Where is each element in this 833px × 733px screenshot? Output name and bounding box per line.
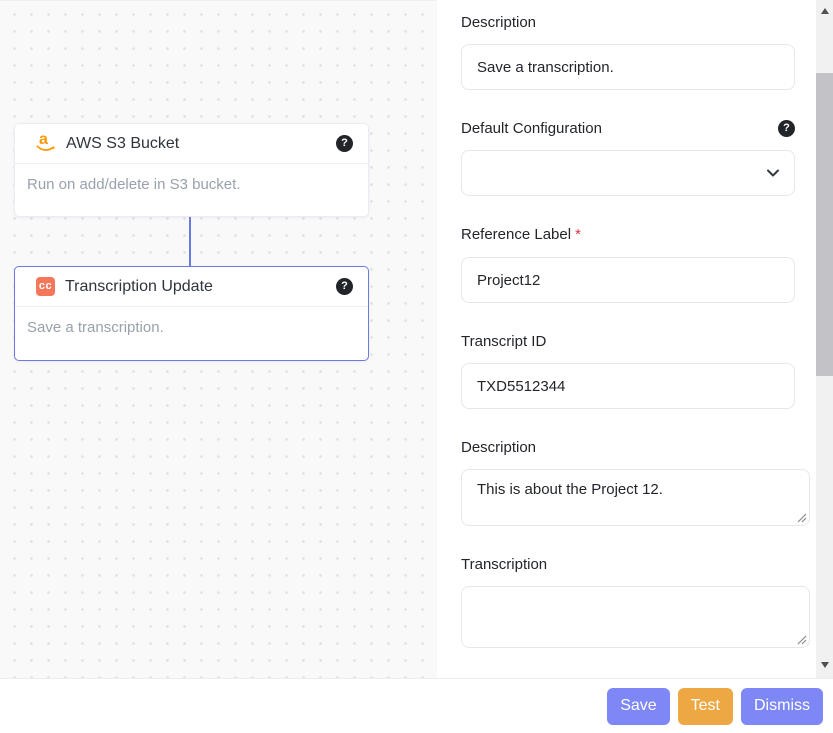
- workflow-canvas[interactable]: a AWS S3 Bucket ? Run on add/delete in S…: [0, 0, 437, 678]
- help-icon[interactable]: ?: [336, 278, 353, 295]
- scrollbar-up-button[interactable]: [816, 3, 833, 19]
- help-icon[interactable]: ?: [778, 120, 795, 137]
- node-connector-line: [189, 217, 191, 266]
- chevron-down-icon: [767, 169, 779, 177]
- required-asterisk: *: [575, 226, 581, 243]
- field-reference-label: Reference Label*: [461, 226, 795, 303]
- action-footer: Save Test Dismiss: [0, 678, 833, 733]
- amazon-icon: a: [36, 130, 56, 154]
- resize-handle-icon[interactable]: [797, 513, 807, 523]
- field-transcript-id: Transcript ID: [461, 333, 795, 409]
- node-aws-s3-bucket[interactable]: a AWS S3 Bucket ? Run on add/delete in S…: [14, 123, 369, 217]
- reference-label-input[interactable]: [461, 257, 795, 303]
- dismiss-button[interactable]: Dismiss: [741, 687, 823, 725]
- node-header: a AWS S3 Bucket ?: [15, 124, 368, 164]
- node-title: AWS S3 Bucket: [66, 134, 180, 152]
- node-header: cc Transcription Update ?: [15, 267, 368, 307]
- node-title: Transcription Update: [65, 277, 213, 295]
- save-button[interactable]: Save: [607, 687, 670, 725]
- scrollbar-thumb[interactable]: [816, 73, 833, 376]
- help-icon[interactable]: ?: [336, 135, 353, 152]
- field-transcription: Transcription: [461, 556, 810, 648]
- description-input[interactable]: [461, 44, 795, 90]
- description-textarea[interactable]: This is about the Project 12.: [461, 469, 810, 526]
- field-default-configuration: Default Configuration ?: [461, 120, 795, 196]
- scroll-up-icon: [820, 8, 829, 14]
- scroll-down-icon: [820, 662, 829, 668]
- field-label: Transcript ID: [461, 333, 547, 350]
- cc-icon: cc: [36, 277, 55, 296]
- node-description: Run on add/delete in S3 bucket.: [27, 176, 241, 193]
- field-description-top: Description: [461, 14, 795, 90]
- transcript-id-input[interactable]: [461, 363, 795, 409]
- node-config-panel: Description Default Configuration ? Refe…: [437, 0, 816, 678]
- resize-handle-icon[interactable]: [797, 635, 807, 645]
- transcription-textarea[interactable]: [461, 586, 810, 648]
- amazon-a-glyph: a: [39, 130, 48, 148]
- field-label: Reference Label: [461, 226, 572, 243]
- field-label: Description: [461, 14, 537, 31]
- panel-scrollbar[interactable]: [816, 0, 833, 678]
- field-description-textarea: Description This is about the Project 12…: [461, 439, 810, 526]
- field-label: Description: [461, 439, 537, 456]
- test-button[interactable]: Test: [677, 687, 733, 725]
- default-configuration-select[interactable]: [461, 150, 795, 196]
- node-description: Save a transcription.: [27, 319, 164, 336]
- amazon-smile-arrow: [36, 145, 55, 151]
- scrollbar-down-button[interactable]: [816, 657, 833, 673]
- field-label: Transcription: [461, 556, 548, 573]
- node-transcription-update[interactable]: cc Transcription Update ? Save a transcr…: [14, 266, 369, 361]
- field-label: Default Configuration: [461, 120, 602, 137]
